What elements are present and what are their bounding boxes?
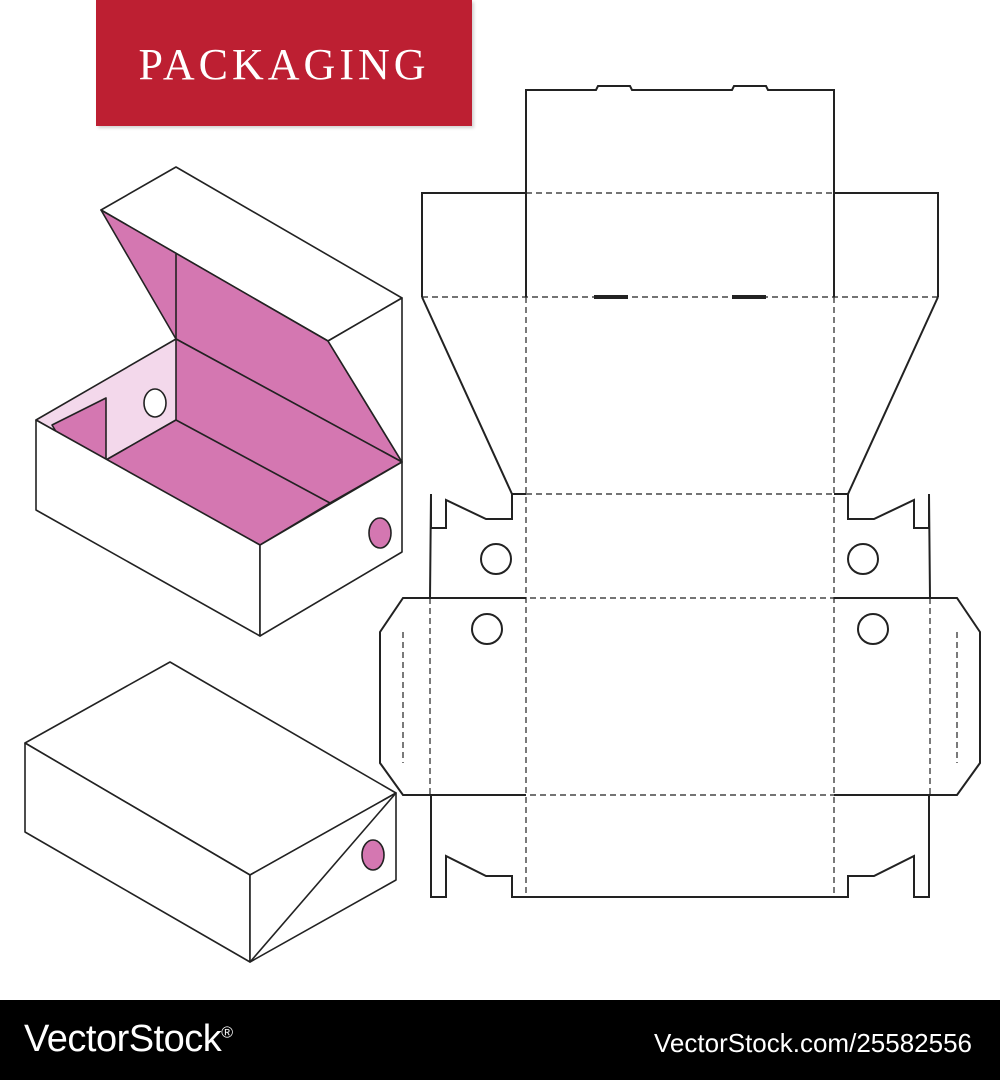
open-box-end-face bbox=[259, 461, 403, 637]
banner-title: PACKAGING bbox=[138, 39, 430, 89]
closed-box bbox=[24, 661, 397, 963]
footer-bar: VectorStock® VectorStock.com/25582556 bbox=[0, 1000, 1000, 1080]
closed-box-end-hole bbox=[361, 839, 385, 871]
open-box-handle-hole bbox=[143, 388, 167, 418]
dieline-handle-holes bbox=[471, 543, 889, 645]
footer-brand: VectorStock® bbox=[24, 1018, 233, 1060]
footer-image-id: VectorStock.com/25582556 bbox=[654, 1028, 972, 1058]
dieline-fold-lines bbox=[402, 192, 958, 897]
packaging-illustration bbox=[24, 85, 981, 963]
dieline-cut-lines bbox=[379, 85, 981, 898]
open-box bbox=[35, 166, 403, 637]
open-box-side-panel bbox=[327, 297, 403, 463]
title-banner: PACKAGING bbox=[96, 0, 472, 126]
dieline-net bbox=[379, 85, 981, 898]
open-box-end-hole bbox=[368, 517, 392, 549]
